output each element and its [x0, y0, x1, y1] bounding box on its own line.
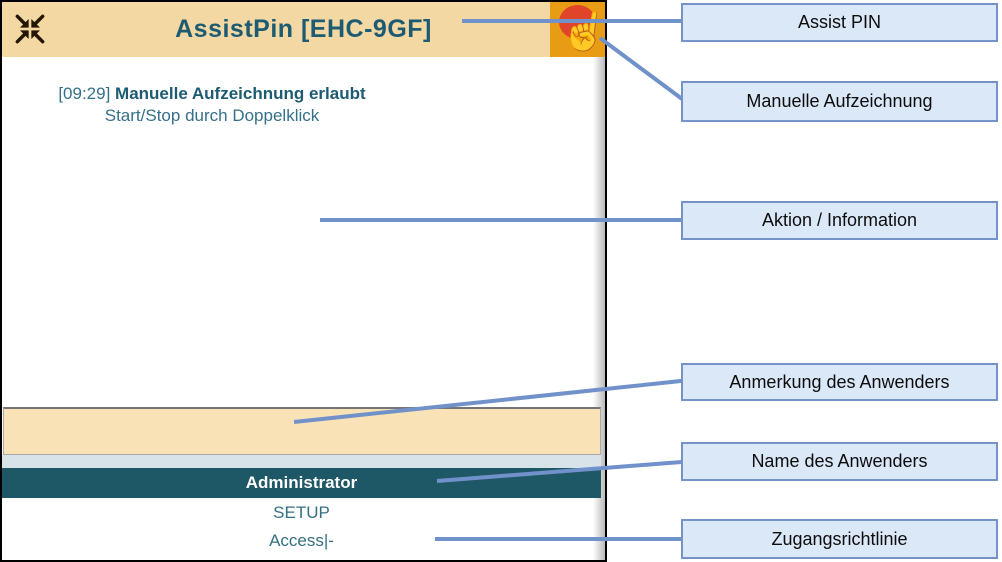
manual-recording-button[interactable]: ☝: [550, 2, 605, 57]
connector-assist-pin: [462, 19, 682, 23]
window-title: AssistPin [EHC-9GF]: [175, 15, 432, 43]
callout-access-policy: Zugangsrichtlinie: [681, 519, 998, 559]
user-note-input[interactable]: [3, 407, 601, 455]
connector-manual-recording: [598, 36, 685, 102]
connector-action-info: [320, 218, 682, 222]
divider-strip: [2, 455, 601, 468]
assistpin-window: AssistPin [EHC-9GF] ☝ [09:29] Manuelle A…: [0, 0, 607, 562]
access-policy-line-1: SETUP: [273, 503, 330, 522]
message-line-1: [09:29] Manuelle Aufzeichnung erlaubt: [2, 83, 422, 105]
title-bar: AssistPin [EHC-9GF] ☝: [2, 2, 605, 57]
callout-manual-recording: Manuelle Aufzeichnung: [681, 81, 998, 122]
callout-user-name: Name des Anwenders: [681, 442, 998, 481]
action-information-area: [09:29] Manuelle Aufzeichnung erlaubt St…: [2, 83, 422, 127]
access-policy-line-2: Access|-: [269, 531, 334, 550]
callout-action-info: Aktion / Information: [681, 201, 998, 240]
callout-assist-pin: Assist PIN: [681, 3, 998, 42]
collapse-arrows-icon[interactable]: [14, 13, 46, 45]
message-headline: Manuelle Aufzeichnung erlaubt: [115, 84, 366, 103]
message-line-2: Start/Stop durch Doppelklick: [104, 106, 320, 125]
callout-user-note: Anmerkung des Anwenders: [681, 363, 998, 401]
message-timestamp: [09:29]: [58, 84, 116, 103]
manual-recording-hand-icon: ☝: [558, 7, 605, 57]
connector-access-policy: [435, 537, 682, 541]
